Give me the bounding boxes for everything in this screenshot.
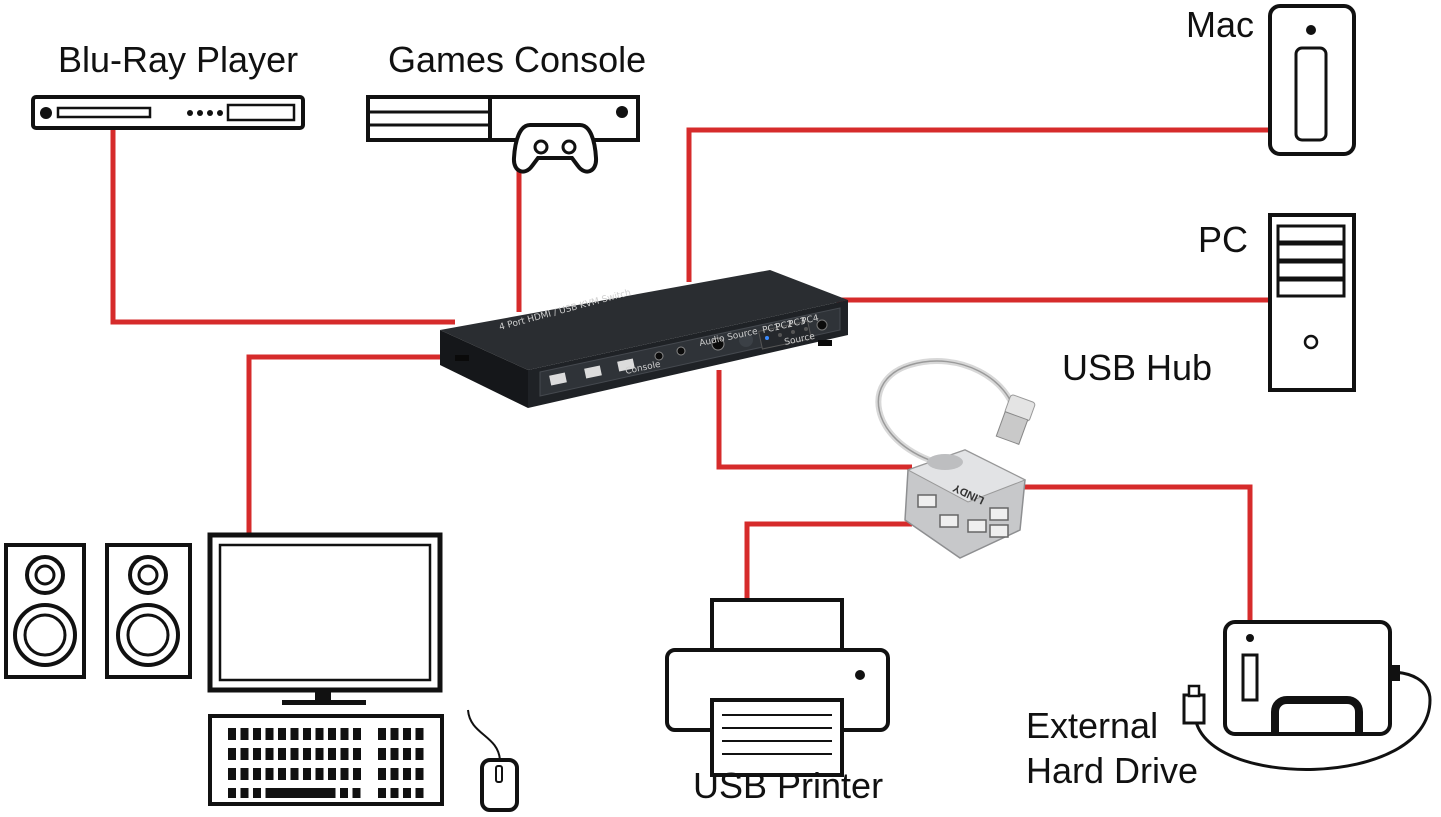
- keyboard-key: [290, 768, 299, 780]
- keypad-key: [378, 788, 386, 798]
- keyboard-key: [303, 748, 311, 760]
- keyboard-key: [353, 748, 361, 760]
- cables: [110, 127, 1270, 620]
- keypad-key: [403, 788, 411, 798]
- keypad-key: [403, 748, 411, 760]
- kvm-port-4: PC4: [801, 313, 820, 326]
- keypad-key: [378, 768, 386, 780]
- keypad-key: [378, 748, 386, 760]
- keyboard-key: [353, 768, 361, 780]
- keyboard-icon: [208, 714, 444, 806]
- keyboard-key: [265, 728, 274, 740]
- keyboard-key: [278, 728, 286, 740]
- keyboard-key: [340, 788, 348, 798]
- games-console: [366, 95, 640, 142]
- keyboard-key: [278, 748, 286, 760]
- keyboard-key: [240, 748, 249, 760]
- keypad-key: [415, 768, 424, 780]
- kvm-port-2: PC2: [775, 320, 794, 333]
- bluray-player: [31, 95, 305, 130]
- keyboard-key: [240, 768, 249, 780]
- monitor: [207, 532, 443, 705]
- keyboard-key: [315, 768, 324, 780]
- keyboard-key: [328, 768, 336, 780]
- keypad-key: [415, 728, 424, 740]
- keyboard-key: [253, 768, 261, 780]
- keyboard-key: [303, 728, 311, 740]
- hdd-label-line2: Hard Drive: [1026, 750, 1198, 791]
- usb-plug-icon: [995, 394, 1036, 445]
- keyboard-key: [290, 748, 299, 760]
- keyboard-key: [253, 788, 261, 798]
- keyboard-spacebar: [265, 788, 336, 798]
- keypad-key: [390, 788, 399, 798]
- keypad-key: [390, 728, 399, 740]
- console-label: Games Console: [388, 39, 646, 80]
- external-hard-drive: [1182, 620, 1432, 771]
- usb-printer: [665, 598, 890, 777]
- keyboard-key: [228, 728, 236, 740]
- kvm-port-3: PC3: [788, 317, 807, 330]
- speaker-left: [4, 543, 86, 679]
- keyboard-key: [228, 768, 236, 780]
- pc-label: PC: [1198, 219, 1248, 260]
- usb-hub-label: USB Hub: [1062, 347, 1212, 388]
- keyboard-key: [315, 748, 324, 760]
- keypad-key: [403, 728, 411, 740]
- kvm-switch: 4 Port HDMI / USB KVM Switch Console Aud…: [440, 270, 848, 408]
- usb-hub: LINDY: [875, 358, 1036, 559]
- mouse-icon: [467, 709, 519, 812]
- keyboard-key: [253, 748, 261, 760]
- cable-mac: [686, 127, 1270, 282]
- mac-label: Mac: [1186, 4, 1254, 45]
- printer-label: USB Printer: [693, 765, 883, 806]
- cable-hub-to-printer: [744, 521, 912, 600]
- keyboard-key: [253, 728, 261, 740]
- cable-hub-to-hdd: [1010, 484, 1253, 620]
- keyboard-key: [303, 768, 311, 780]
- keyboard-key: [265, 768, 274, 780]
- keyboard-key: [352, 788, 361, 798]
- keypad-key: [390, 748, 399, 760]
- keyboard-key: [328, 728, 336, 740]
- keypad-key: [390, 768, 399, 780]
- keyboard-key: [240, 728, 249, 740]
- keypad-key: [415, 788, 424, 798]
- keyboard-key: [278, 768, 286, 780]
- keyboard-key: [228, 788, 236, 798]
- keypad-key: [378, 728, 386, 740]
- bluray-label: Blu-Ray Player: [58, 39, 298, 80]
- keyboard-key: [353, 728, 361, 740]
- mac-tower: [1268, 4, 1356, 156]
- keyboard-key: [340, 768, 349, 780]
- kvm-port-1: PC1: [762, 323, 781, 336]
- keyboard-key: [290, 728, 299, 740]
- keyboard-key: [328, 748, 336, 760]
- pc-tower: [1268, 213, 1356, 392]
- keyboard-key: [340, 748, 349, 760]
- keyboard-key: [240, 788, 249, 798]
- keyboard-key: [340, 728, 349, 740]
- keypad-key: [415, 748, 424, 760]
- cable-bluray: [110, 128, 455, 325]
- cable-monitor: [246, 354, 460, 535]
- cable-kvm-to-hub: [716, 370, 912, 470]
- keyboard-key: [228, 748, 236, 760]
- keyboard-key: [315, 728, 324, 740]
- speaker-right: [105, 543, 192, 679]
- gamepad-icon: [511, 123, 599, 174]
- hdd-label-line1: External: [1026, 705, 1158, 746]
- keypad-key: [403, 768, 411, 780]
- keyboard-key: [265, 748, 274, 760]
